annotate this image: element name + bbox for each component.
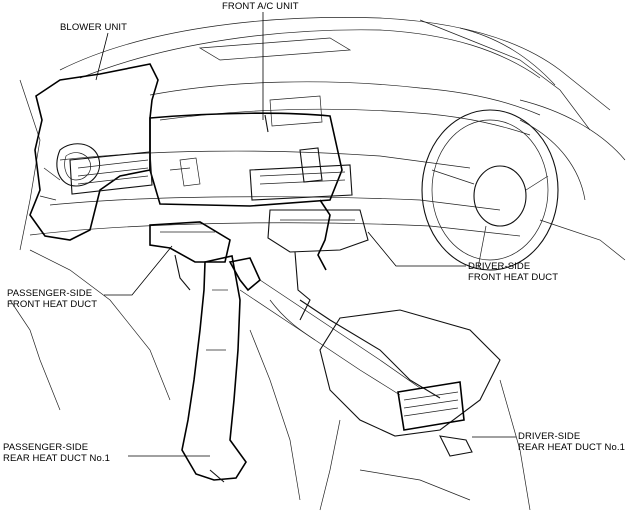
center-console xyxy=(228,199,441,399)
passenger-rear-duct-shape xyxy=(181,255,247,483)
label-passenger-side-front-heat-duct: PASSENGER-SIDE FRONT HEAT DUCT xyxy=(7,288,98,310)
label-driver-side-rear-heat-duct: DRIVER-SIDE REAR HEAT DUCT No.1 xyxy=(518,431,625,453)
cabin-outline xyxy=(9,17,626,411)
floor-outlines xyxy=(29,249,316,501)
dash-vents xyxy=(69,147,353,201)
label-driver-side-front-heat-duct: DRIVER-SIDE FRONT HEAT DUCT xyxy=(468,261,559,283)
front-ac-unit-shape xyxy=(149,112,343,207)
leader-lines xyxy=(95,12,516,457)
passenger-front-duct-shape xyxy=(149,221,231,291)
rear-console xyxy=(319,309,531,511)
label-passenger-side-rear-heat-duct: PASSENGER-SIDE REAR HEAT DUCT No.1 xyxy=(3,442,110,464)
blower-unit-shape xyxy=(29,63,159,241)
steering-wheel xyxy=(421,109,586,271)
dashboard-top xyxy=(29,37,541,237)
label-front-ac-unit: FRONT A/C UNIT xyxy=(222,1,299,12)
label-blower-unit: BLOWER UNIT xyxy=(60,22,128,33)
